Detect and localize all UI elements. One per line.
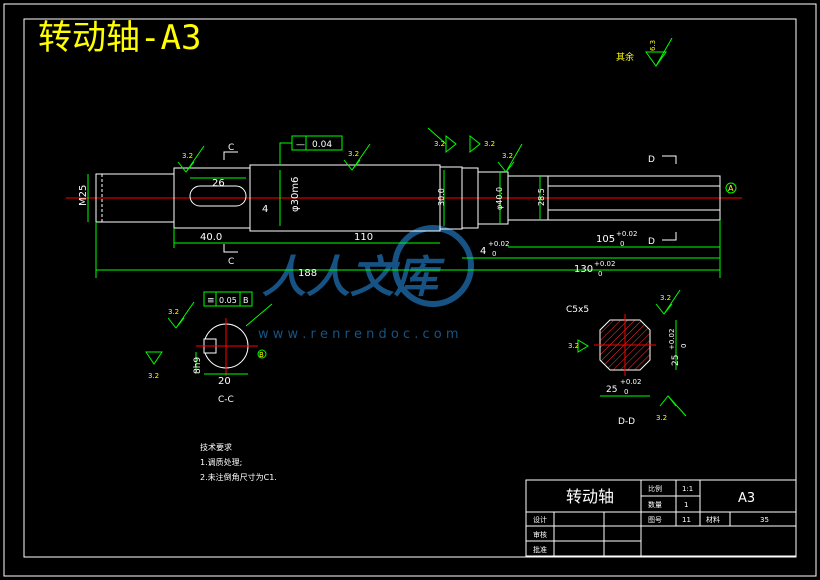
sheet-size: A3 bbox=[738, 491, 755, 506]
dim-keyway-depth: 4 bbox=[262, 204, 268, 215]
section-cc-datum: B bbox=[259, 351, 264, 359]
title-block bbox=[525, 479, 797, 557]
qty-label: 数量 bbox=[648, 500, 662, 509]
material-label: 材料 bbox=[706, 515, 720, 524]
roughness-value: 3.2 bbox=[168, 308, 179, 316]
tolerance-frame-1: — 0.04 bbox=[279, 135, 343, 165]
dim-total-length: 188 bbox=[298, 268, 317, 279]
surface-note-value: 6.3 bbox=[649, 40, 657, 51]
section-dd-width-lo: 0 bbox=[624, 388, 628, 396]
dim-mid-length: 110 bbox=[354, 232, 373, 243]
section-d-bottom: D bbox=[648, 237, 655, 247]
drawing-no-value: 11 bbox=[682, 516, 691, 524]
section-dd-chamfer: C5x5 bbox=[566, 305, 589, 315]
roughness-value: 3.2 bbox=[660, 294, 671, 302]
qty-value: 1 bbox=[684, 501, 688, 509]
roughness-value: 3.2 bbox=[484, 140, 495, 148]
datum-a-label: A bbox=[728, 184, 734, 193]
material-value: 35 bbox=[760, 516, 769, 524]
dim-journal: φ30m6 bbox=[290, 177, 301, 212]
dim-step-tol-up: +0.02 bbox=[488, 240, 509, 248]
drawing-title-text: 转动轴-A3 bbox=[38, 18, 202, 58]
technical-notes: 技术要求 1.调质处理; 2.未注倒角尺寸为C1. bbox=[200, 442, 277, 482]
dim-shoulder: 30.0 bbox=[437, 188, 446, 206]
tolerance-frame-2: ≡ 0.05 B bbox=[203, 291, 253, 307]
section-cc-width: 20 bbox=[218, 376, 231, 387]
surface-note: 其余 6.3 bbox=[616, 37, 673, 67]
approver-label: 批准 bbox=[533, 545, 547, 554]
title-block-text: 转动轴 比例 1:1 数量 1 A3 图号 11 材料 35 设计 审核 批准 bbox=[533, 484, 769, 554]
drawing-title: 转动轴-A3 bbox=[38, 16, 238, 60]
section-dd-label: D-D bbox=[618, 417, 635, 427]
section-dd-height-up: +0.02 bbox=[668, 329, 676, 350]
section-dd-width: 25 bbox=[606, 385, 617, 395]
tol-value: 0.05 bbox=[219, 296, 237, 305]
section-c-top: C bbox=[228, 143, 234, 153]
tol-symbol: — bbox=[296, 140, 305, 150]
dim-len-105: 105 bbox=[596, 234, 615, 245]
section-d-top: D bbox=[648, 155, 655, 165]
tol-symbol: ≡ bbox=[207, 296, 215, 306]
watermark-logo bbox=[392, 225, 474, 307]
part-name: 转动轴 bbox=[566, 487, 614, 506]
datum-a-circle bbox=[725, 182, 737, 194]
dim-len-105-up: +0.02 bbox=[616, 230, 637, 238]
drawing-no-label: 图号 bbox=[648, 516, 662, 524]
scale-value: 1:1 bbox=[682, 485, 693, 493]
notes-heading: 技术要求 bbox=[200, 442, 232, 452]
tol-datum: B bbox=[243, 296, 249, 305]
dim-len-130-lo: 0 bbox=[598, 270, 602, 278]
dim-collar: φ40.0 bbox=[495, 187, 504, 210]
roughness-value: 3.2 bbox=[656, 414, 667, 422]
dim-keyway-length: 26 bbox=[212, 178, 225, 189]
dimension-lines bbox=[87, 170, 721, 278]
watermark-url: w w w . r e n r e n d o c . c o m bbox=[258, 327, 459, 342]
notes-line-1: 1.调质处理; bbox=[200, 457, 242, 467]
tol-value: 0.04 bbox=[312, 140, 332, 150]
section-dd-height: 25 bbox=[671, 355, 681, 366]
watermark: 人人文库 w w w . r e n r e n d o c . c o m bbox=[258, 225, 474, 342]
dim-thread: M25 bbox=[78, 185, 89, 206]
shaft-outline bbox=[95, 164, 721, 232]
dim-keyway-offset: 40.0 bbox=[200, 232, 222, 243]
section-marker-labels: C C D D bbox=[228, 143, 655, 267]
section-dd: C5x5 25 +0.02 0 25 +0.02 0 D-D bbox=[566, 305, 688, 427]
section-markers bbox=[223, 151, 677, 253]
outer-border bbox=[3, 3, 817, 577]
roughness-symbols bbox=[145, 127, 687, 417]
dimension-texts: 188 M25 26 40.0 4 φ30m6 110 30.0 φ40.0 2… bbox=[78, 177, 637, 279]
section-cc-label: C-C bbox=[218, 395, 234, 405]
section-dd-width-up: +0.02 bbox=[620, 378, 641, 386]
roughness-value: 3.2 bbox=[182, 152, 193, 160]
dim-len-130-up: +0.02 bbox=[594, 260, 615, 268]
dim-step-tol-lo: 0 bbox=[492, 250, 496, 258]
designer-label: 设计 bbox=[533, 515, 547, 524]
section-c-bottom: C bbox=[228, 257, 234, 267]
dim-len-130: 130 bbox=[574, 264, 593, 275]
dim-len-105-lo: 0 bbox=[620, 240, 624, 248]
roughness-value: 3.2 bbox=[568, 342, 579, 350]
inner-border bbox=[23, 18, 797, 558]
surface-note-label: 其余 bbox=[616, 51, 634, 63]
roughness-value: 3.2 bbox=[348, 150, 359, 158]
watermark-text: 人人文库 bbox=[262, 252, 445, 303]
section-cc: B 20 8h9 C-C bbox=[193, 303, 273, 405]
dim-neck: 28.5 bbox=[537, 188, 546, 206]
dim-step-width: 4 bbox=[480, 246, 486, 257]
notes-line-2: 2.未注倒角尺寸为C1. bbox=[200, 472, 277, 482]
roughness-values: 3.2 3.2 3.2 3.2 3.2 3.2 3.2 3.2 3.2 3.2 bbox=[148, 140, 671, 422]
section-cc-key-height: 8h9 bbox=[193, 357, 203, 374]
roughness-value: 3.2 bbox=[434, 140, 445, 148]
section-dd-height-lo: 0 bbox=[680, 344, 688, 348]
roughness-value: 3.2 bbox=[148, 372, 159, 380]
roughness-value: 3.2 bbox=[502, 152, 513, 160]
scale-label: 比例 bbox=[648, 484, 662, 493]
checker-label: 审核 bbox=[533, 530, 547, 539]
